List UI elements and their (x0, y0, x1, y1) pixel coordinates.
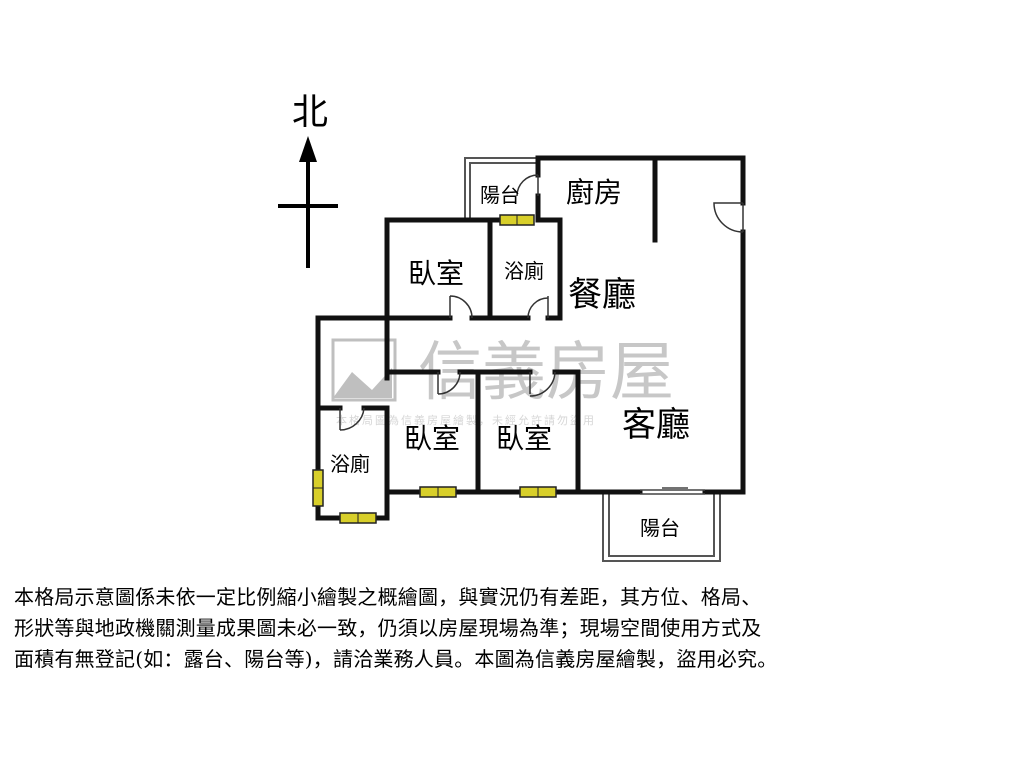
label-dining: 餐廳 (568, 275, 636, 315)
bath-top-door (527, 296, 549, 319)
bedroom-left-door (437, 371, 461, 395)
label-bedroom-left: 臥室 (404, 422, 460, 455)
compass: 北 (278, 92, 338, 268)
watermark-notice: 本格局圖為信義房屋繪製，未經允許請勿盜用 (336, 413, 596, 427)
disclaimer-line-2: 形狀等與地政機關測量成果圖未必一致，仍須以房屋現場為準；現場空間使用方式及 (14, 616, 762, 640)
bedroom-mid-door (529, 371, 556, 397)
balcony-bottom-inner (608, 493, 715, 557)
label-bedroom-mid: 臥室 (496, 422, 552, 455)
disclaimer-line-3: 面積有無登記(如：露台、陽台等)，請洽業務人員。本圖為信義房屋繪製，盜用必究。 (14, 647, 778, 671)
label-kitchen: 廚房 (566, 176, 622, 209)
bedroom-top-door (449, 295, 473, 319)
walls (315, 155, 746, 521)
window-mullions (313, 215, 539, 523)
disclaimer-line-1: 本格局示意圖係未依一定比例縮小繪製之概繪圖，與實況仍有差距，其方位、格局、 (14, 585, 762, 609)
doors (339, 174, 744, 431)
balcony-top-inner (469, 162, 538, 220)
bath-left-door (339, 407, 365, 431)
room-labels: 廚房 陽台 臥室 浴廁 餐廳 客廳 臥室 臥室 浴廁 陽台 (330, 176, 690, 540)
north-label: 北 (292, 92, 328, 133)
label-balcony-bottom: 陽台 (640, 516, 680, 540)
balcony-top-outline (464, 157, 538, 220)
balcony-bottom-outline (602, 493, 721, 562)
disclaimer: 本格局示意圖係未依一定比例縮小繪製之概繪圖，與實況仍有差距，其方位、格局、 形狀… (14, 582, 1014, 675)
label-balcony-top: 陽台 (480, 183, 520, 207)
floor-plan: 北 信義房屋 本格局圖為信義房屋繪製，未經允許請勿盜用 (278, 92, 746, 562)
label-living: 客廳 (622, 405, 690, 445)
brand-logo-icon (333, 368, 392, 398)
north-arrow-icon (299, 136, 317, 162)
label-bath-top: 浴廁 (504, 259, 544, 283)
balcony-outlines (464, 157, 721, 562)
label-bedroom-top: 臥室 (408, 257, 464, 290)
sliding-door (640, 487, 705, 495)
balcony-top-door (516, 174, 539, 197)
watermark-brand: 信義房屋 (418, 336, 674, 410)
label-bath-left: 浴廁 (330, 452, 370, 476)
entry-door (713, 202, 744, 233)
